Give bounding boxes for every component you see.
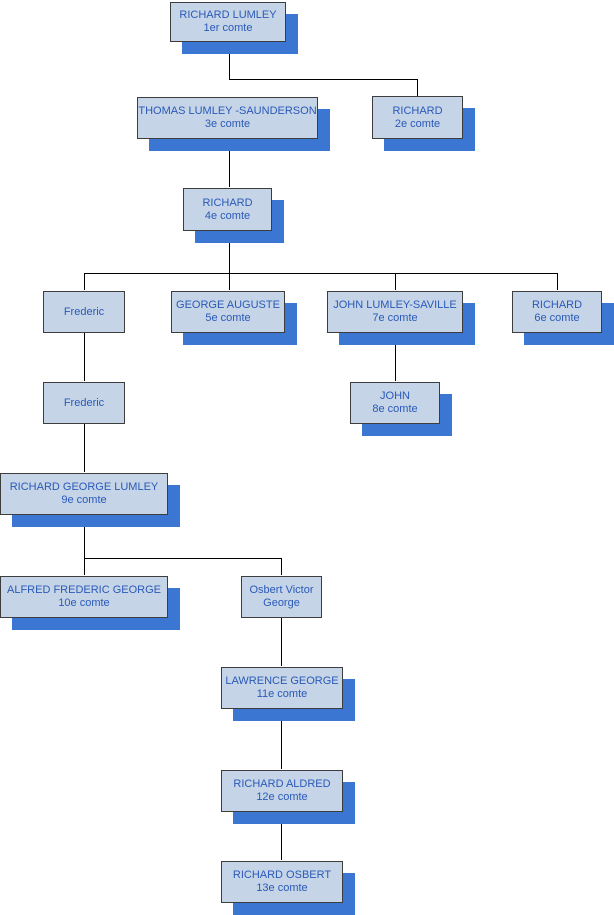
person-node-richard-george-lumley-9e-comte: RICHARD GEORGE LUMLEY 9e comte [0, 473, 168, 515]
person-name: RICHARD OSBERT [232, 869, 332, 881]
person-title: 3e comte [204, 118, 251, 130]
person-name: Frederic [63, 305, 105, 318]
person-title: 10e comte [58, 597, 110, 609]
person-name: RICHARD [531, 299, 583, 311]
person-name: RICHARD GEORGE LUMLEY [9, 481, 159, 493]
person-node-thomas-lumley-saunderson-3e-comte: THOMAS LUMLEY -SAUNDERSON 3e comte [137, 97, 318, 139]
person-node-frederic-2: Frederic [43, 382, 125, 424]
person-name: RICHARD LUMLEY [179, 9, 277, 21]
person-node-richard-aldred-12e-comte: RICHARD ALDRED 12e comte [221, 770, 343, 812]
connector-4e-to-children [84, 231, 558, 290]
person-node-richard-lumley-1er-comte: RICHARD LUMLEY 1er comte [170, 2, 286, 42]
person-name: Osbert Victor George [249, 584, 314, 609]
person-name: Frederic [63, 396, 105, 409]
person-node-osbert-victor-george: Osbert Victor George [241, 576, 322, 618]
person-title: 8e comte [372, 403, 418, 415]
person-title: 9e comte [61, 494, 107, 506]
person-node-john-lumley-saville-7e-comte: JOHN LUMLEY-SAVILLE 7e comte [327, 291, 463, 333]
person-name: GEORGE AUGUSTE [176, 299, 280, 311]
person-title: 7e comte [372, 312, 418, 324]
person-title: 4e comte [204, 209, 251, 222]
person-node-lawrence-george-11e-comte: LAWRENCE GEORGE 11e comte [221, 667, 343, 709]
person-title: 11e comte [256, 688, 308, 700]
person-title: 13e comte [256, 882, 308, 894]
person-title: 2e comte [394, 117, 441, 130]
person-node-richard-2e-comte: RICHARD 2e comte [372, 96, 463, 139]
person-name: RICHARD [392, 104, 443, 117]
connector-9e-to-children [84, 515, 282, 575]
person-name: THOMAS LUMLEY -SAUNDERSON [138, 105, 317, 117]
person-title: 1er comte [203, 22, 253, 34]
person-name: RICHARD [202, 196, 253, 209]
person-node-richard-osbert-13e-comte: RICHARD OSBERT 13e comte [221, 861, 343, 903]
person-node-richard-4e-comte: RICHARD 4e comte [183, 188, 272, 231]
person-node-frederic: Frederic [43, 291, 125, 333]
person-name: JOHN [380, 390, 410, 402]
person-node-alfred-frederic-george-10e-comte: ALFRED FREDERIC GEORGE 10e comte [0, 576, 168, 618]
person-title: 6e comte [534, 312, 580, 324]
person-title: 12e comte [256, 791, 308, 803]
person-node-george-auguste-5e-comte: GEORGE AUGUSTE 5e comte [171, 291, 285, 333]
person-name: LAWRENCE GEORGE [225, 675, 339, 687]
person-node-john-8e-comte: JOHN 8e comte [350, 382, 440, 424]
person-name: ALFRED FREDERIC GEORGE [6, 584, 162, 596]
person-name: RICHARD ALDRED [233, 778, 331, 790]
connector-1er-to-children [229, 42, 418, 96]
person-node-richard-6e-comte: RICHARD 6e comte [512, 291, 602, 333]
person-name: JOHN LUMLEY-SAVILLE [333, 299, 457, 311]
person-title: 5e comte [205, 312, 251, 324]
